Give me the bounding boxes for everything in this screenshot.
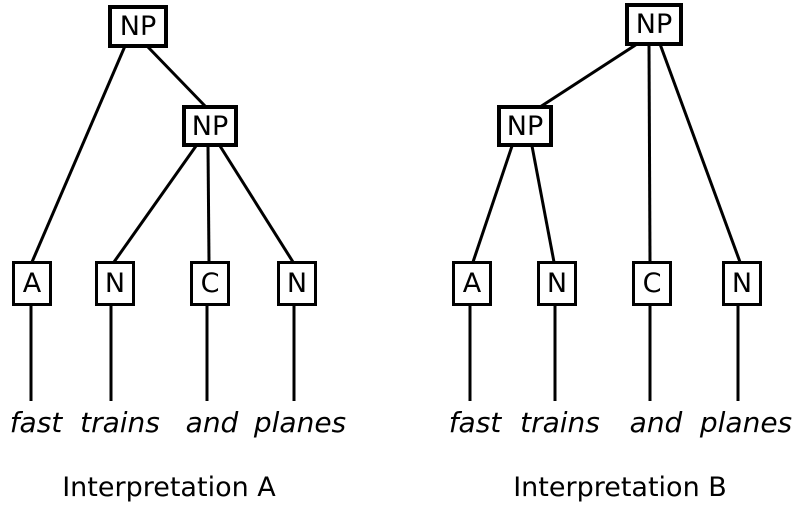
tree-b-word-planes: planes [699,406,793,439]
tree-a-leaf-c-node: C [190,261,230,306]
tree-b-word-trains: trains [520,406,600,439]
edge-a-innernp-to-c [206,145,211,263]
tree-b-inner-np-label: NP [506,110,544,142]
tree-b-leaf-n2-node: N [722,261,762,306]
tree-b-word-and: and [629,406,683,439]
tree-b-leaf-c-node: C [632,261,672,306]
tree-b-leaf-a-label: A [462,268,482,299]
edge-b-innernp-to-n1 [530,145,556,263]
tree-a-inner-np-label: NP [191,110,229,142]
tree-a-word-planes: planes [253,406,347,439]
tree-a-leaf-a-label: A [22,268,42,299]
tree-a-root-label: NP [119,11,157,42]
edge-a-innernp-to-n2 [218,145,295,263]
tree-b-leaf-a-node: A [452,261,492,306]
tree-b-inner-np-node: NP [497,105,553,147]
tree-b-leaf-n2-label: N [731,268,753,299]
tree-a-word-and: and [185,406,239,439]
tree-b-root-label: NP [635,9,673,40]
tree-b-root-node: NP [625,3,683,46]
edge-a-innernp-to-n1 [112,145,198,263]
tree-a-leaf-n2-node: N [277,261,317,306]
edge-a-root-to-innernp [145,44,208,109]
tree-a-word-fast: fast [9,406,63,439]
tree-a-inner-np-node: NP [182,105,238,147]
tree-b-leaf-n1-label: N [546,268,568,299]
edge-a-root-to-a [30,45,127,263]
tree-a-leaf-n2-label: N [286,268,308,299]
edge-b-innernp-to-a [471,145,514,263]
tree-b-word-fast: fast [448,406,502,439]
edge-b-root-to-n2 [658,43,742,263]
tree-b-caption: Interpretation B [513,472,727,503]
tree-a-word-trains: trains [80,406,160,439]
tree-b-leaf-n1-node: N [537,261,577,306]
tree-a-leaf-c-label: C [200,268,220,299]
tree-a-root-node: NP [108,5,168,48]
edge-b-root-to-c [647,43,652,263]
edge-b-root-to-innernp [539,42,638,109]
tree-a-caption: Interpretation A [62,472,276,503]
tree-a-leaf-a-node: A [12,261,52,306]
tree-a-leaf-n1-node: N [95,261,135,306]
tree-b-leaf-c-label: C [642,268,662,299]
tree-a-leaf-n1-label: N [104,268,126,299]
